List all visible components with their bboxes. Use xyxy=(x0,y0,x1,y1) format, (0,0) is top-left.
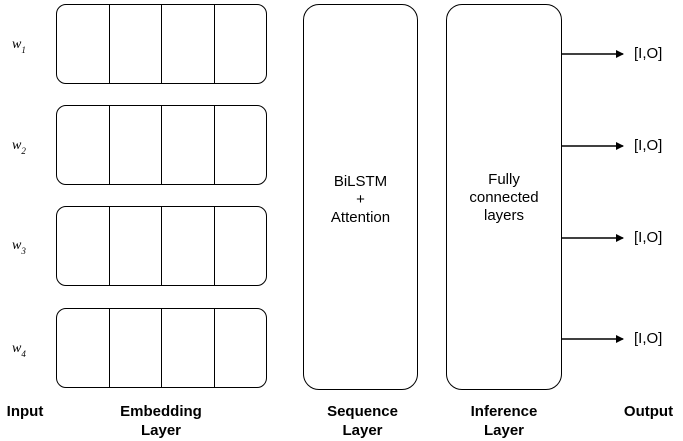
embedding-cell xyxy=(57,106,110,184)
output-label-3: [I,O] xyxy=(634,229,663,246)
caption-embedding-layer: Embedding Layer xyxy=(101,402,221,440)
input-label-base: w xyxy=(12,341,22,356)
caption-sequence-layer: Sequence Layer xyxy=(305,402,420,440)
input-label-w2: w2 xyxy=(12,138,42,156)
output-label-1: [I,O] xyxy=(634,45,663,62)
input-label-subscript: 2 xyxy=(21,146,26,156)
caption-output-line-1: Output xyxy=(623,403,674,420)
caption-embedding-line-1: Embedding xyxy=(120,403,202,420)
input-label-base: w xyxy=(12,238,22,253)
inference-text-line-2: connected xyxy=(469,189,539,206)
embedding-cell xyxy=(57,309,110,387)
embedding-vector-2 xyxy=(56,105,267,185)
caption-input-line-1: Input xyxy=(6,403,44,420)
caption-inference-layer: Inference Layer xyxy=(446,402,562,440)
input-label-subscript: 3 xyxy=(21,246,26,256)
embedding-cell xyxy=(162,207,215,285)
embedding-cell xyxy=(162,309,215,387)
embedding-cell xyxy=(162,5,215,83)
input-label-base: w xyxy=(12,37,22,52)
inference-layer-text: Fully connected layers xyxy=(447,171,561,225)
inference-layer-box: Fully connected layers xyxy=(446,4,562,390)
embedding-vector-1 xyxy=(56,4,267,84)
input-label-subscript: 1 xyxy=(21,45,26,55)
sequence-layer-text: BiLSTM + Attention xyxy=(304,173,417,227)
input-label-w3: w3 xyxy=(12,238,42,256)
embedding-cell xyxy=(57,5,110,83)
output-label-4: [I,O] xyxy=(634,330,663,347)
caption-sequence-line-1: Sequence xyxy=(327,403,398,420)
caption-sequence-line-2: Layer xyxy=(342,422,383,439)
caption-input: Input xyxy=(0,402,50,421)
embedding-vector-4 xyxy=(56,308,267,388)
embedding-cell xyxy=(110,5,162,83)
output-label-2: [I,O] xyxy=(634,137,663,154)
sequence-text-line-2: + xyxy=(356,191,365,208)
caption-output: Output xyxy=(614,402,683,421)
embedding-cell xyxy=(110,309,162,387)
input-label-w1: w1 xyxy=(12,37,42,55)
input-label-w4: w4 xyxy=(12,341,42,359)
embedding-vector-3 xyxy=(56,206,267,286)
input-label-subscript: 4 xyxy=(21,349,26,359)
embedding-cell xyxy=(57,207,110,285)
caption-inference-line-1: Inference xyxy=(470,403,538,420)
embedding-cell xyxy=(110,106,162,184)
embedding-cell xyxy=(110,207,162,285)
sequence-text-line-3: Attention xyxy=(330,209,391,226)
inference-text-line-3: layers xyxy=(483,207,524,224)
sequence-layer-box: BiLSTM + Attention xyxy=(303,4,418,390)
caption-embedding-line-2: Layer xyxy=(140,422,182,439)
input-label-base: w xyxy=(12,138,22,153)
embedding-cell xyxy=(162,106,215,184)
caption-inference-line-2: Layer xyxy=(483,422,525,439)
inference-text-line-1: Fully xyxy=(488,171,520,188)
sequence-text-line-1: BiLSTM xyxy=(333,173,388,190)
